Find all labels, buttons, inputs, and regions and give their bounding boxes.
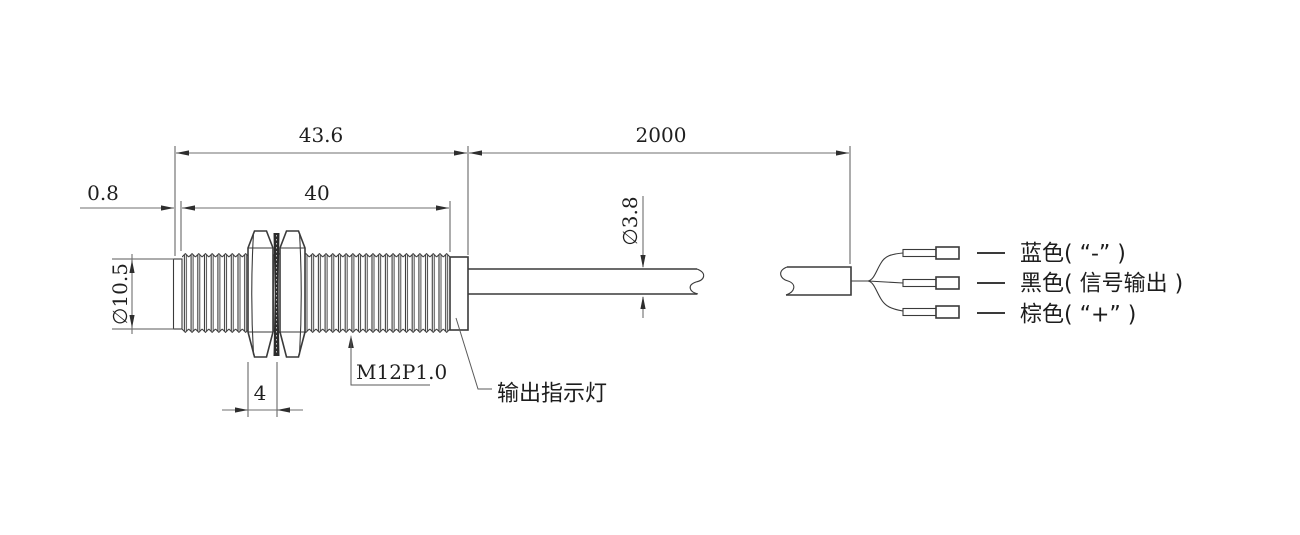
- arrowhead: [129, 315, 135, 328]
- arrowhead: [235, 407, 248, 413]
- brown-wire-label: 棕色( “+” ): [1020, 303, 1136, 328]
- dimension-cable-diameter: ∅3.8: [618, 196, 646, 318]
- arrowhead: [836, 150, 849, 156]
- terminal-tip-top: [935, 246, 960, 260]
- terminal-tip-middle: [935, 276, 960, 290]
- thread-spec-text: M12P1.0: [356, 360, 447, 384]
- thread-spec-callout: M12P1.0: [348, 335, 447, 386]
- leader-line: [350, 337, 430, 386]
- dim-text-cable-diameter: ∅3.8: [618, 196, 642, 245]
- wire-top: [867, 252, 904, 282]
- blue-wire-label: 蓝色( “-” ): [1020, 242, 1126, 267]
- dim-text-thread-length: 40: [304, 181, 329, 205]
- dimension-overall-length: 43.6: [174, 123, 469, 256]
- wire-terminals: [902, 246, 1005, 319]
- wire-bottom: [867, 280, 904, 312]
- cable-left-segment: [468, 268, 697, 295]
- arrowhead: [454, 150, 467, 156]
- cable-break-left: [689, 268, 705, 295]
- indicator-callout: 输出指示灯: [455, 317, 607, 407]
- arrowhead: [640, 296, 646, 309]
- dim-text-cable-length: 2000: [636, 123, 687, 147]
- cable: [468, 252, 904, 312]
- hex-nut-right-facets: [280, 232, 305, 356]
- cable-break-right: [780, 266, 795, 296]
- terminal-tip-bottom: [935, 305, 960, 319]
- leader-line: [455, 317, 492, 390]
- dimension-nut-thickness: 4: [222, 362, 303, 417]
- threaded-barrel: [182, 253, 450, 333]
- sensor-tip: [172, 258, 183, 330]
- black-wire-label: 黑色( 信号输出 ): [1020, 272, 1183, 297]
- arrowhead: [176, 150, 189, 156]
- arrowhead: [182, 205, 195, 211]
- wire-labels: 蓝色( “-” ) 黑色( 信号输出 ) 棕色( “+” ): [1020, 242, 1183, 328]
- dim-text-nut-thickness: 4: [254, 381, 267, 405]
- end-cap: [449, 256, 469, 331]
- dimension-cable-length: 2000: [469, 123, 851, 264]
- indicator-label: 输出指示灯: [497, 382, 607, 407]
- terminal-sleeve-top: [902, 248, 937, 258]
- hex-nut-left-facets: [248, 232, 273, 356]
- arrowhead: [161, 205, 174, 211]
- wire-middle: [867, 280, 904, 284]
- dimension-body-diameter: ∅10.5: [108, 254, 174, 334]
- arrowhead: [436, 205, 449, 211]
- dim-text-body-diameter: ∅10.5: [108, 263, 132, 325]
- hex-nuts: [247, 230, 306, 358]
- arrowhead: [277, 407, 290, 413]
- terminal-sleeve-bottom: [902, 307, 937, 317]
- lock-washer: [273, 233, 280, 356]
- arrowhead: [469, 150, 482, 156]
- cable-end-segment: [786, 266, 852, 296]
- terminal-sleeve-middle: [902, 278, 937, 288]
- arrowhead: [640, 255, 646, 268]
- arrowhead: [129, 260, 135, 273]
- dim-text-tip-length: 0.8: [87, 181, 119, 205]
- sensor-body: [172, 253, 469, 333]
- dim-text-overall-length: 43.6: [299, 123, 344, 147]
- dimension-tip-and-thread-length: 0.8 40: [80, 181, 451, 252]
